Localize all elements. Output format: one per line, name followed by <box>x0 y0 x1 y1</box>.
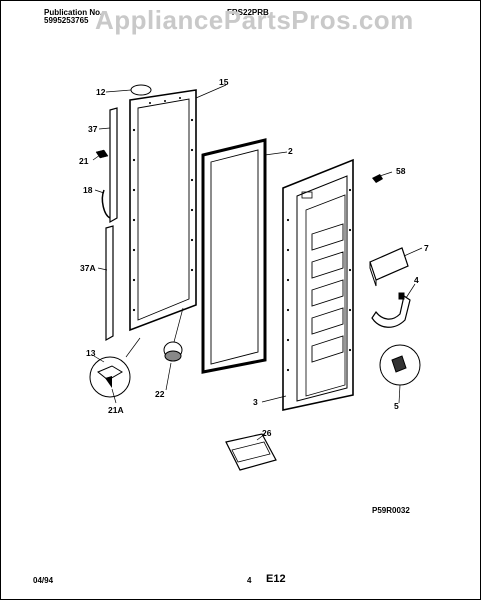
footer-section: E12 <box>266 573 286 585</box>
publication-label: Publication No. <box>44 8 103 17</box>
callout-37a: 37A <box>80 263 96 273</box>
callout-58: 58 <box>396 166 406 176</box>
inner-door-liner <box>282 158 354 411</box>
door-gasket <box>201 138 267 374</box>
callout-2: 2 <box>288 146 293 156</box>
callout-3: 3 <box>253 397 258 407</box>
cap-ellipse <box>130 84 152 96</box>
tray-26 <box>225 433 277 471</box>
watermark: AppliancePartsPros.com <box>95 5 414 35</box>
callout-15: 15 <box>219 77 229 87</box>
shelf-bar <box>369 247 409 287</box>
door-outer-panel <box>129 89 197 332</box>
callout-21: 21 <box>79 156 89 166</box>
publication-number: 5995253765 <box>44 16 89 25</box>
callout-13: 13 <box>86 348 96 358</box>
hinge-detail <box>89 356 131 398</box>
callout-7: 7 <box>424 243 429 253</box>
figure-code: P59R0032 <box>372 506 410 515</box>
hinge-cap <box>163 341 183 362</box>
callout-4: 4 <box>414 275 419 285</box>
callout-12: 12 <box>96 87 106 97</box>
callout-5: 5 <box>394 401 399 411</box>
handle-trim <box>95 107 118 342</box>
footer-date: 04/94 <box>33 576 54 585</box>
callout-26: 26 <box>262 428 272 438</box>
callout-22: 22 <box>155 389 165 399</box>
clip-5 <box>379 344 421 386</box>
callout-18: 18 <box>83 185 93 195</box>
model-number: FRS22PRB <box>227 8 269 17</box>
callout-37: 37 <box>88 124 98 134</box>
leader-lines <box>92 84 423 441</box>
callout-21a: 21A <box>108 405 124 415</box>
footer-page: 4 <box>247 576 252 585</box>
bracket-4 <box>371 292 411 328</box>
